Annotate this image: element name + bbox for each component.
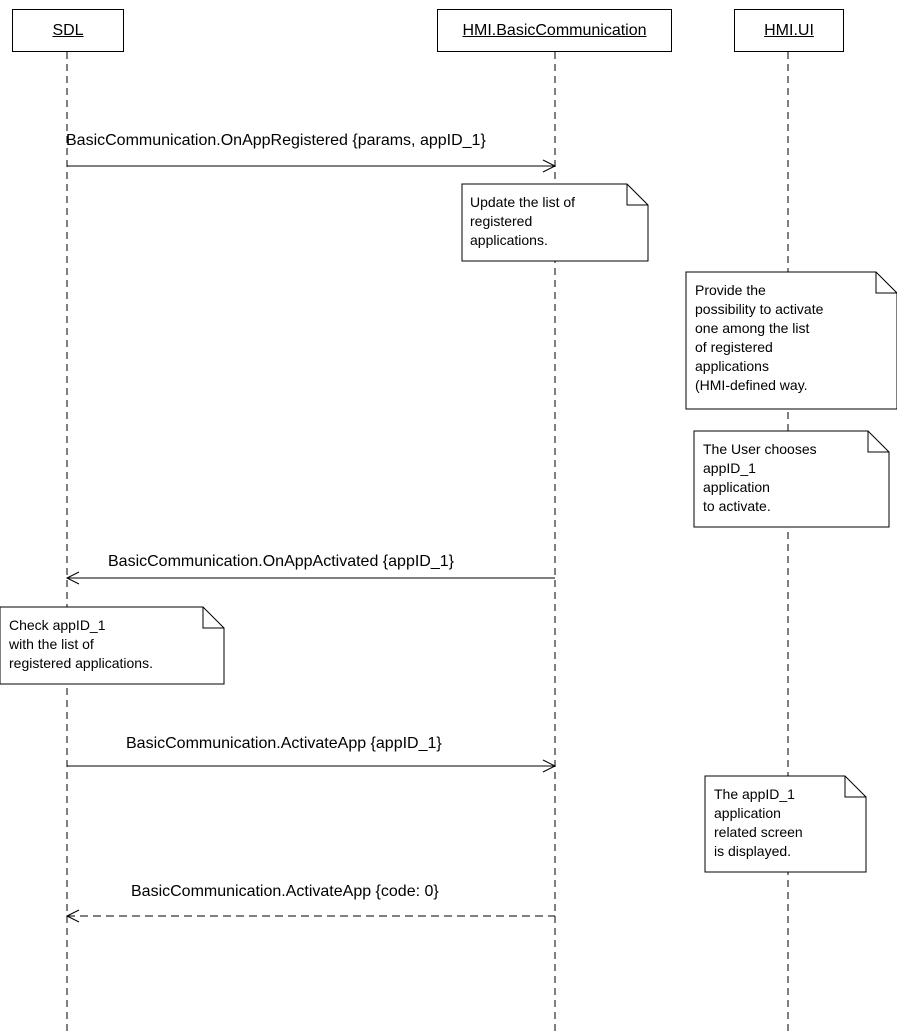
note-provide-possibility: Provide the possibility to activate one … [695,282,824,393]
actor-ui: HMI.UI [734,9,844,52]
note-user-chooses-shape [693,430,890,528]
note-screen-displayed-shape [704,775,867,873]
message-label-on-app-registered: BasicCommunication.OnAppRegistered {para… [66,132,486,149]
note-user-chooses: The User chooses appID_1 application to … [703,441,817,514]
arrow-activate-app-request [67,759,557,773]
actor-basic-communication: HMI.BasicCommunication [437,9,672,52]
message-label-activate-app-request: BasicCommunication.ActivateApp {appID_1} [126,735,442,752]
note-screen-displayed: The appID_1 application related screen i… [714,786,803,859]
arrow-activate-app-response [65,909,555,923]
note-update-list-shape [461,183,649,262]
note-check-app-shape [0,606,225,685]
arrow-on-app-registered [67,159,557,173]
note-update-list: Update the list of registered applicatio… [470,194,576,248]
actor-sdl: SDL [12,9,124,52]
note-provide-possibility-shape [685,271,897,410]
message-label-on-app-activated: BasicCommunication.OnAppActivated {appID… [108,553,454,570]
message-label-activate-app-response: BasicCommunication.ActivateApp {code: 0} [131,883,439,900]
arrow-on-app-activated [65,571,555,585]
note-check-app: Check appID_1 with the list of registere… [9,617,153,671]
